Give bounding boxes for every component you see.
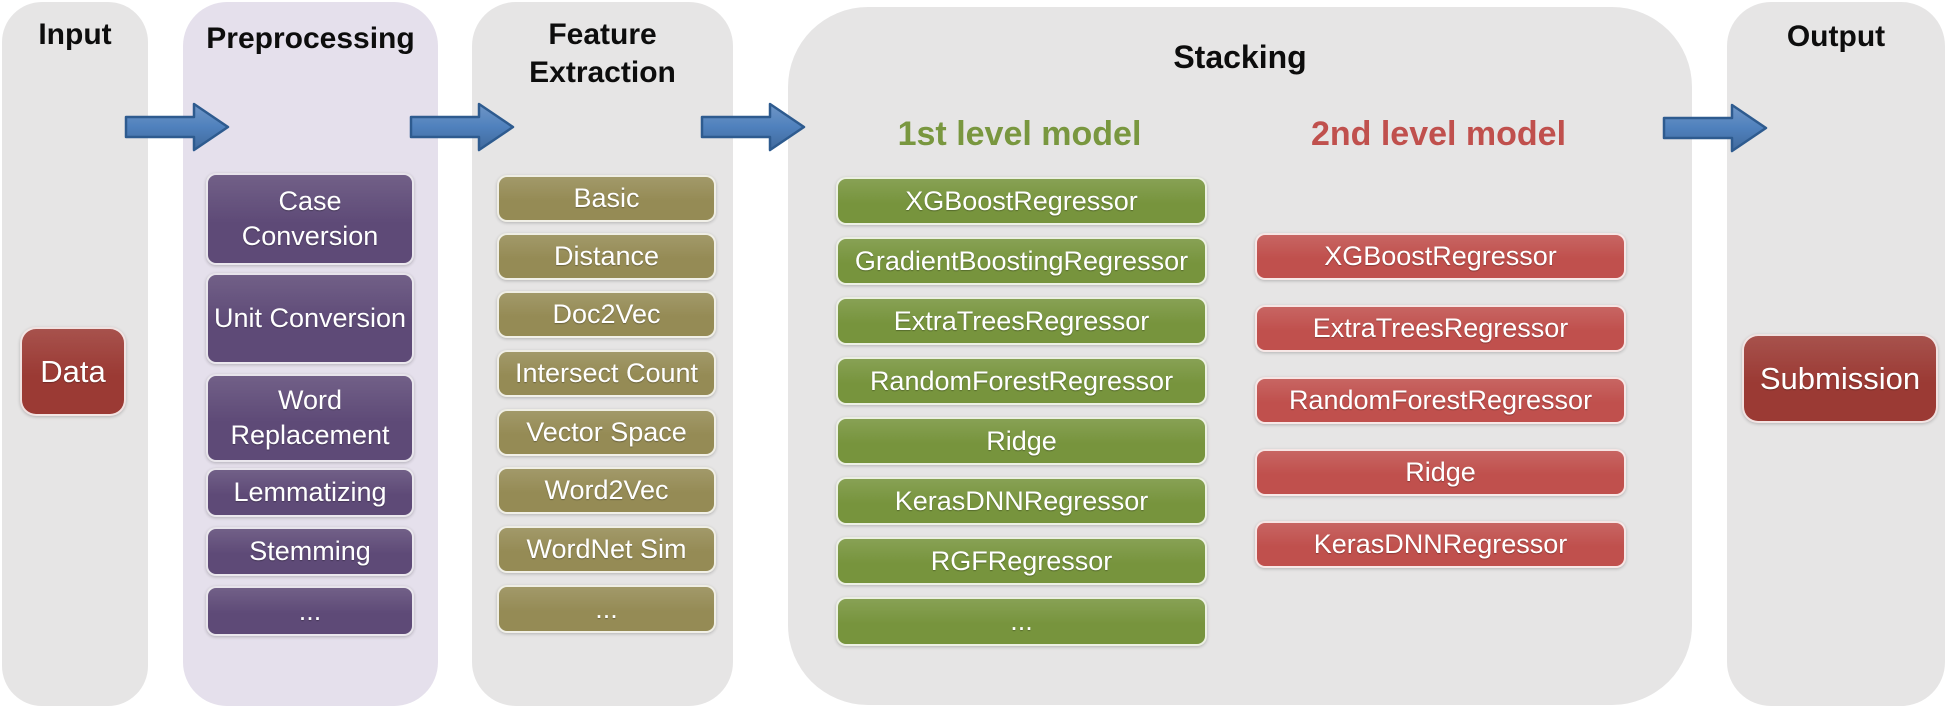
right-arrow-icon <box>409 102 515 152</box>
level1-model: RandomForestRegressor <box>836 357 1207 405</box>
feature-step: Distance <box>497 233 716 280</box>
preprocessing-step: ... <box>206 586 414 636</box>
level1-model: ... <box>836 597 1207 646</box>
right-arrow-icon <box>1662 103 1768 153</box>
level2-model: ExtraTreesRegressor <box>1255 305 1626 352</box>
feature-step: WordNet Sim <box>497 526 716 573</box>
level1-model: RGFRegressor <box>836 537 1207 585</box>
level2-header: 2nd level model <box>1310 115 1567 153</box>
level2-model: XGBoostRegressor <box>1255 233 1626 280</box>
data-node: Data <box>20 327 126 416</box>
input-column: Input Data <box>2 2 148 706</box>
output-column: Output Submission <box>1727 2 1945 706</box>
feature-step: ... <box>497 585 716 633</box>
feature-step: Vector Space <box>497 409 716 456</box>
preprocessing-step: Stemming <box>206 527 414 576</box>
level1-model: GradientBoostingRegressor <box>836 237 1207 285</box>
preprocessing-column-title: Preprocessing <box>206 22 415 55</box>
feature-step: Intersect Count <box>497 350 716 397</box>
preprocessing-step: Unit Conversion <box>206 273 414 364</box>
right-arrow-icon <box>124 102 230 152</box>
level2-model: Ridge <box>1255 449 1626 496</box>
output-column-title: Output <box>1786 20 1886 53</box>
input-column-title: Input <box>38 18 112 51</box>
feature-step: Doc2Vec <box>497 291 716 338</box>
level1-model: ExtraTreesRegressor <box>836 297 1207 345</box>
preprocessing-step: Word Replacement <box>206 374 414 462</box>
feature-extraction-column: Feature Extraction Basic Distance Doc2Ve… <box>472 2 733 706</box>
submission-node: Submission <box>1742 334 1938 423</box>
feature-step: Basic <box>497 175 716 222</box>
preprocessing-column: Preprocessing Case Conversion Unit Conve… <box>183 2 438 706</box>
right-arrow-icon <box>700 102 806 152</box>
level2-model: KerasDNNRegressor <box>1255 521 1626 568</box>
preprocessing-step: Case Conversion <box>206 173 414 265</box>
stacking-column: Stacking 1st level model XGBoostRegresso… <box>788 7 1692 705</box>
feature-step: Word2Vec <box>497 467 716 514</box>
feature-extraction-column-title: Feature Extraction <box>529 18 676 90</box>
level2-model: RandomForestRegressor <box>1255 377 1626 424</box>
preprocessing-step: Lemmatizing <box>206 468 414 517</box>
stacking-column-title: Stacking <box>1173 39 1307 75</box>
level1-model: XGBoostRegressor <box>836 177 1207 225</box>
level1-header: 1st level model <box>897 115 1142 153</box>
level1-model: KerasDNNRegressor <box>836 477 1207 525</box>
level1-model: Ridge <box>836 417 1207 465</box>
